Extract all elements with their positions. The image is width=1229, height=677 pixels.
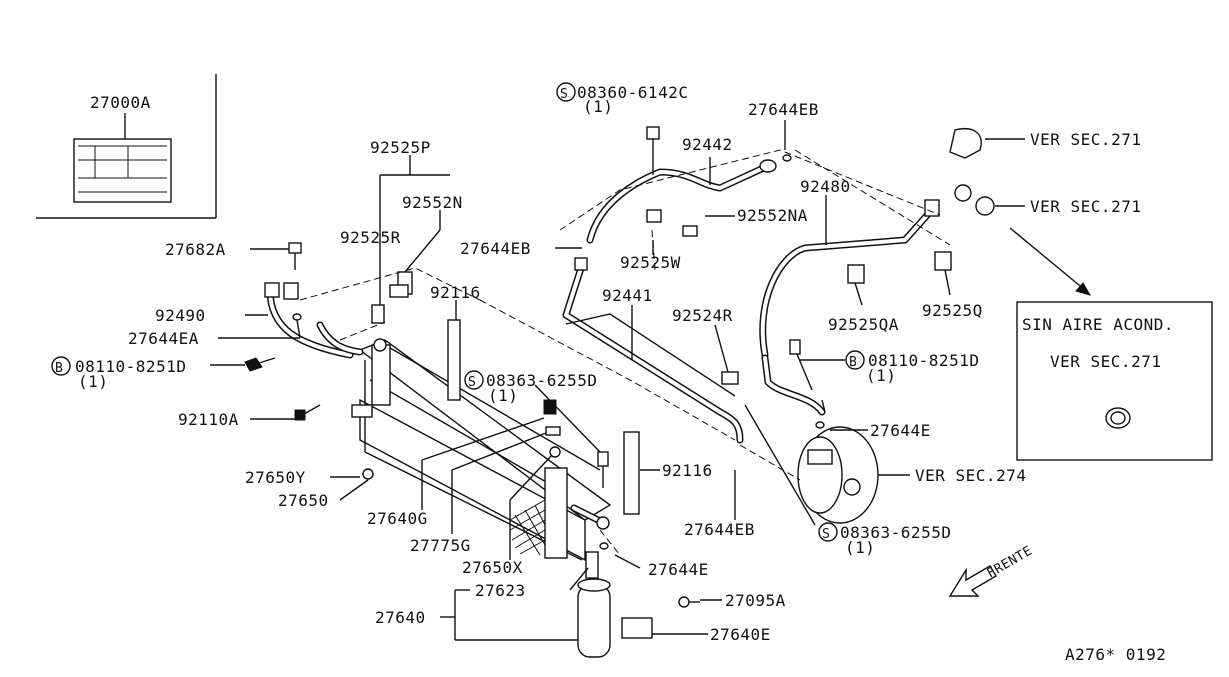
circle-mark-s3: S: [818, 522, 838, 542]
part-label-27644EA: 27644EA: [128, 329, 199, 348]
bolt-27682A: [288, 242, 302, 270]
part-label-92525P: 92525P: [370, 138, 431, 157]
part-label-27650X: 27650X: [462, 558, 523, 577]
circle-mark-s2: S: [464, 370, 484, 390]
part-label-27623: 27623: [475, 581, 526, 600]
part-label-27095A: 27095A: [725, 591, 786, 610]
part-label-92525R: 92525R: [340, 228, 401, 247]
part-label-08360-6142C: 08360-6142C: [577, 83, 688, 102]
svg-text:B: B: [55, 361, 63, 376]
ref-label-ver-sec-271: VER SEC.271: [1030, 197, 1141, 216]
part-label-27000A: 27000A: [90, 93, 151, 112]
part-label-92441: 92441: [602, 286, 653, 305]
part-label-92525W: 92525W: [620, 253, 681, 272]
part-label-27644E: 27644E: [648, 560, 709, 579]
part-label-27640E: 27640E: [710, 625, 771, 644]
diagram-ref-code: A276* 0192: [1065, 645, 1166, 664]
part-label-08363-6255D: 08363-6255D: [840, 523, 951, 542]
circle-mark-b1: B: [51, 356, 71, 376]
part-label-27644E: 27644E: [870, 421, 931, 440]
bolt-92110A: [294, 404, 321, 421]
ref-label-ver-sec-271: VER SEC.271: [1030, 130, 1141, 149]
front-label: FRENTE: [985, 543, 1036, 581]
part-label-27682A: 27682A: [165, 240, 226, 259]
part-label-92110A: 92110A: [178, 410, 239, 429]
part-label-27644EB: 27644EB: [460, 239, 531, 258]
circle-mark-s1: S: [556, 82, 576, 102]
part-label-92552NA: 92552NA: [737, 206, 808, 225]
part-label-08110-8251D: 08110-8251D: [75, 357, 186, 376]
part-label-92480: 92480: [800, 177, 851, 196]
receiver-drier: [577, 551, 700, 658]
part-label-27650Y: 27650Y: [245, 468, 306, 487]
no-ac-title: SIN AIRE ACOND.: [1022, 315, 1174, 334]
svg-text:S: S: [822, 527, 830, 542]
part-qty: (1): [866, 366, 896, 385]
seal-strip-92116-lower: [623, 431, 640, 515]
part-label-92490: 92490: [155, 306, 206, 325]
part-qty: (1): [488, 386, 518, 405]
svg-text:S: S: [560, 87, 568, 102]
part-label-92442: 92442: [682, 135, 733, 154]
part-qty: (1): [845, 538, 875, 557]
part-label-27775G: 27775G: [410, 536, 471, 555]
compressor: [797, 426, 879, 524]
part-label-92116: 92116: [430, 283, 481, 302]
part-label-08363-6255D: 08363-6255D: [486, 371, 597, 390]
front-direction-arrow: [948, 565, 997, 597]
label-inset-box: [36, 74, 217, 219]
svg-text:S: S: [468, 375, 476, 390]
part-label-92525Q: 92525Q: [922, 301, 983, 320]
bolt-08110: [244, 357, 276, 372]
part-label-92524R: 92524R: [672, 306, 733, 325]
part-label-27644EB: 27644EB: [684, 520, 755, 539]
part-label-27644EB: 27644EB: [748, 100, 819, 119]
pipe-end-fitting: [264, 282, 280, 298]
part-label-27650: 27650: [278, 491, 329, 510]
part-label-92116: 92116: [662, 461, 713, 480]
condenser: [351, 338, 612, 562]
part-label-27640G: 27640G: [367, 509, 428, 528]
no-ac-reference: VER SEC.271: [1050, 352, 1161, 371]
part-qty: (1): [583, 97, 613, 116]
circle-mark-b2: B: [845, 350, 865, 370]
part-label-92552N: 92552N: [402, 193, 463, 212]
part-label-08110-8251D: 08110-8251D: [868, 351, 979, 370]
part-label-27640: 27640: [375, 608, 426, 627]
seal-strip-92116-upper: [447, 319, 461, 401]
svg-text:B: B: [849, 355, 857, 370]
part-label-92525QA: 92525QA: [828, 315, 899, 334]
no-ac-inset-box: [1016, 301, 1213, 461]
ref-label-ver-sec-274: VER SEC.274: [915, 466, 1026, 485]
part-qty: (1): [78, 372, 108, 391]
